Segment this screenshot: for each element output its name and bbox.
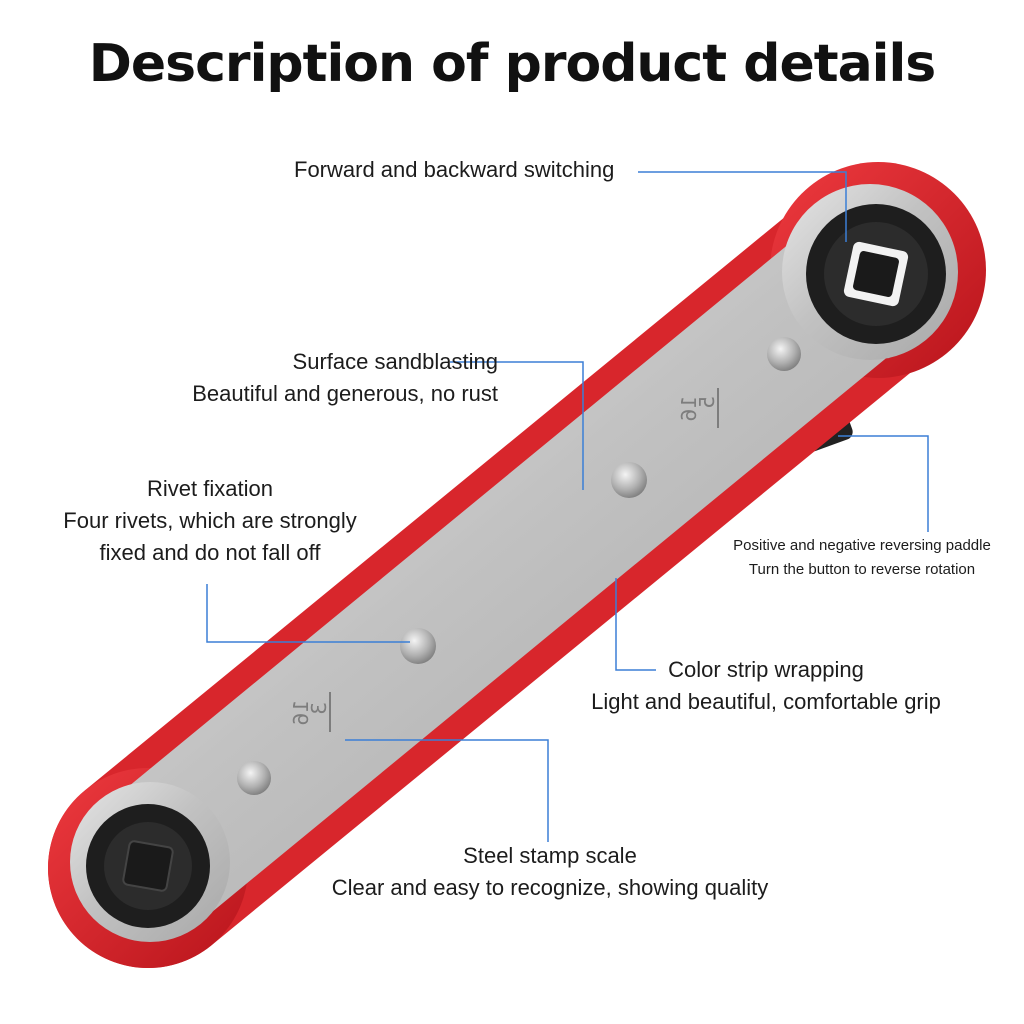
callout-sandblasting-line2: Beautiful and generous, no rust [192,381,498,406]
callout-rivet-line2: Four rivets, which are strongly [63,508,357,533]
rivet [611,462,647,498]
leader-line-strip [615,578,656,671]
callout-sandblasting: Surface sandblasting Beautiful and gener… [168,346,498,410]
callout-paddle: Positive and negative reversing paddle T… [712,534,1012,582]
small-square-drive [86,804,210,928]
leader-line-stamp [345,739,549,842]
rivet [400,628,436,664]
callout-rivet-line3: fixed and do not fall off [99,540,321,565]
callout-strip-line2: Light and beautiful, comfortable grip [591,689,941,714]
callout-stamp: Steel stamp scale Clear and easy to reco… [300,840,800,904]
large-square-drive [806,204,946,344]
leader-line-switching [638,171,847,242]
callout-paddle-line1: Positive and negative reversing paddle [733,537,991,554]
leader-line-paddle [838,435,929,532]
stamp-large-denominator: 16 [677,396,701,421]
callout-sandblasting-line1: Surface sandblasting [292,349,498,374]
callout-switching-line1: Forward and backward switching [294,157,615,182]
leader-line-rivet [206,584,410,643]
leader-line-sandblasting [450,361,584,490]
callout-rivet: Rivet fixation Four rivets, which are st… [40,473,380,569]
stamp-small-denominator: 16 [289,700,313,725]
callout-rivet-line1: Rivet fixation [147,476,273,501]
stamp-large-numerator: 5 [695,396,719,409]
callout-strip: Color strip wrapping Light and beautiful… [576,654,956,718]
callout-switching: Forward and backward switching [294,154,614,186]
callout-stamp-line1: Steel stamp scale [463,843,637,868]
page-title: Description of product details [88,34,937,94]
rivet [767,337,801,371]
stamp-small-numerator: 3 [307,702,331,715]
callout-strip-line1: Color strip wrapping [668,657,864,682]
callout-stamp-line2: Clear and easy to recognize, showing qua… [331,875,769,900]
callout-paddle-line2: Turn the button to reverse rotation [748,561,976,578]
rivet [237,761,271,795]
